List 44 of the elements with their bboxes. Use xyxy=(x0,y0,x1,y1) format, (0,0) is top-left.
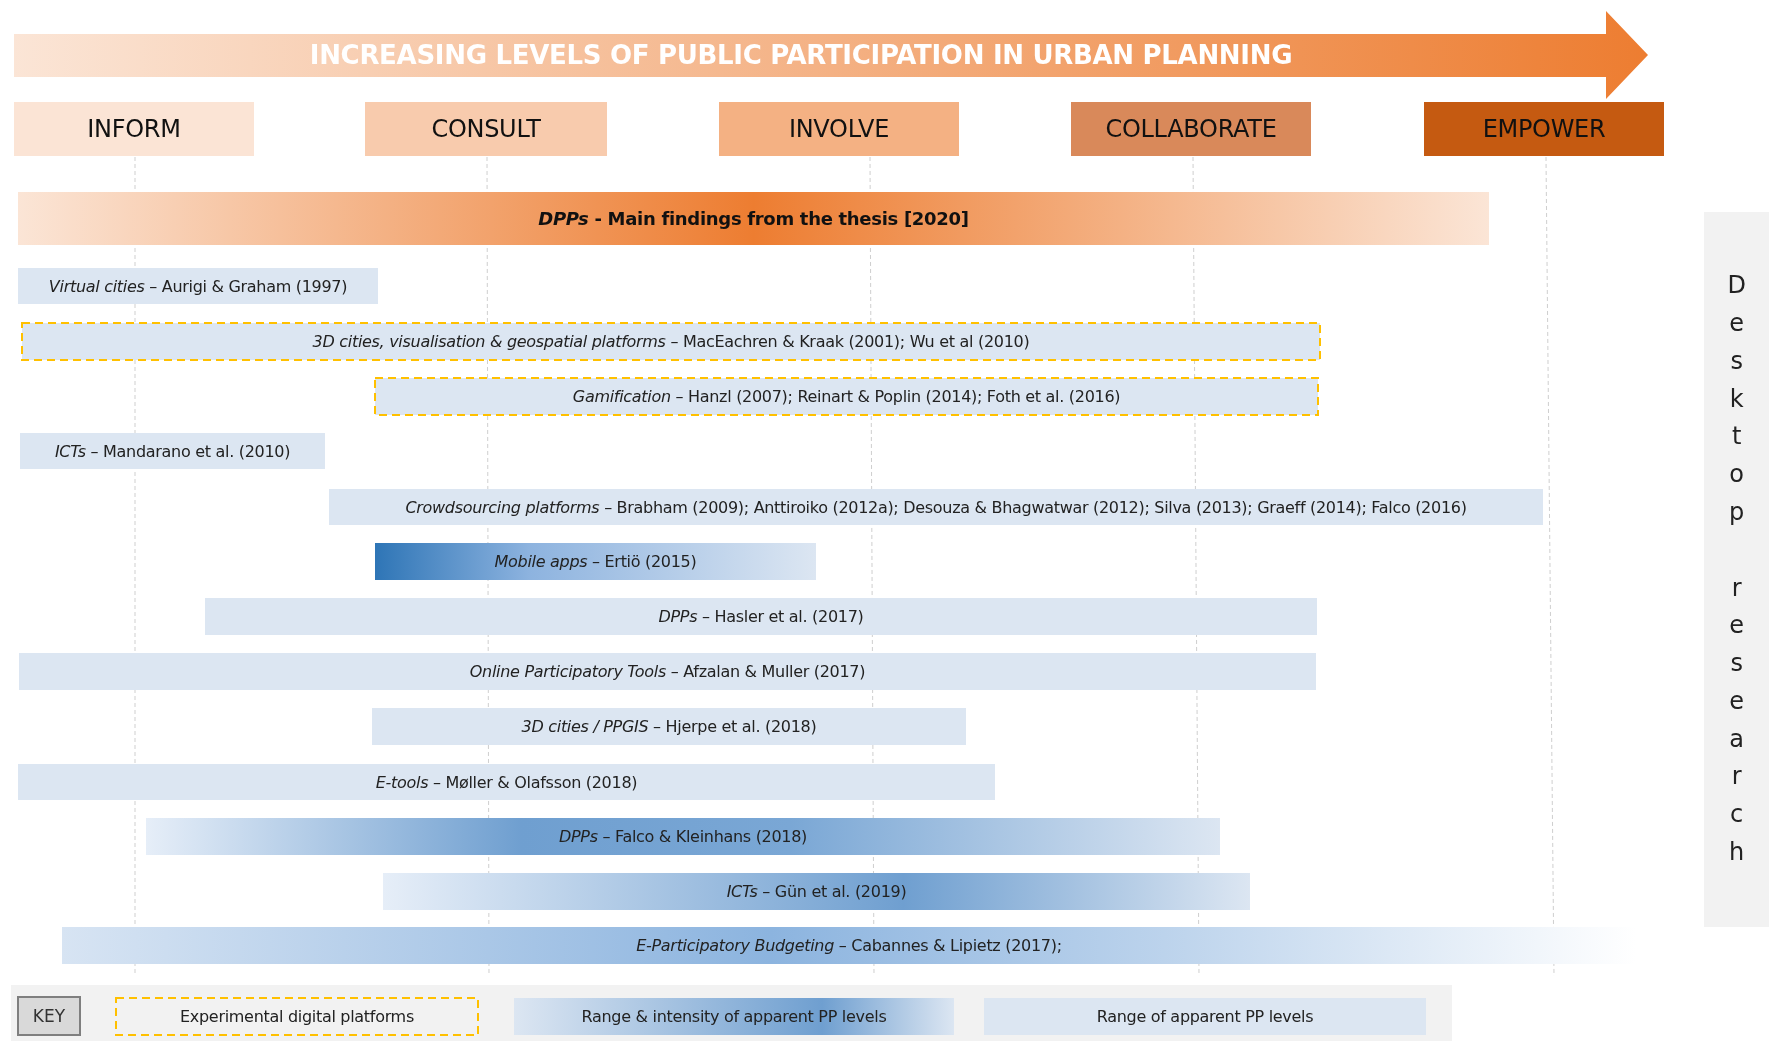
reference-text: ICTs – Gün et al. (2019) xyxy=(726,882,907,901)
reference-text: Crowdsourcing platforms – Brabham (2009); Anttiroiko (2012a); Desouza & Bhagwatwar (2012); Silva (2013); Graeff (2014); Falco (2016) xyxy=(405,497,1467,517)
side-label: Desktop research xyxy=(1726,270,1747,869)
legend-text: Experimental digital platforms xyxy=(180,1007,414,1026)
reference-text: Virtual cities – Aurigi & Graham (1997) xyxy=(48,276,348,296)
range-bar xyxy=(205,598,1317,635)
range-bar xyxy=(18,268,378,304)
banner-title: INCREASING LEVELS OF PUBLIC PARTICIPATION IN URBAN PLANNING xyxy=(309,40,1293,70)
banner-arrow xyxy=(14,11,1648,99)
reference-text: DPPs – Falco & Kleinhans (2018) xyxy=(558,827,808,846)
experimental-range-bar xyxy=(374,377,1319,416)
level-label: EMPOWER xyxy=(1482,115,1606,143)
range-bar xyxy=(329,489,1543,525)
reference-text: E-Participatory Budgeting – Cabannes & Lipietz (2017); xyxy=(636,936,1062,955)
reference-text: DPPs – Hasler et al. (2017) xyxy=(658,607,864,626)
reference-text: Gamification – Hanzl (2007); Reinart & Poplin (2014); Foth et al. (2016) xyxy=(572,387,1121,406)
level-box xyxy=(14,102,254,156)
reference-text: 3D cities, visualisation & geospatial platforms – MacEachren & Kraak (2001); Wu et al (2010) xyxy=(312,332,1030,351)
findings-bar xyxy=(18,192,1489,245)
level-label: INVOLVE xyxy=(788,115,890,143)
level-box xyxy=(1424,102,1664,156)
level-label: COLLABORATE xyxy=(1105,115,1277,143)
level-label: INFORM xyxy=(87,115,181,143)
range-bar xyxy=(19,653,1316,690)
range-bar xyxy=(20,433,325,469)
reference-text: 3D cities / PPGIS – Hjerpe et al. (2018) xyxy=(521,717,817,736)
reference-text: Online Participatory Tools – Afzalan & Muller (2017) xyxy=(469,662,866,681)
reference-text: Mobile apps – Ertiö (2015) xyxy=(494,552,697,571)
experimental-range-bar xyxy=(21,322,1321,361)
intensity-range-bar xyxy=(375,543,816,580)
findings-title: DPPs - Main findings from the thesis [2020] xyxy=(538,208,969,229)
level-box xyxy=(1071,102,1311,156)
legend-text: Range of apparent PP levels xyxy=(1096,1007,1314,1026)
level-box xyxy=(365,102,607,156)
range-bar xyxy=(18,764,995,800)
key-label: KEY xyxy=(17,996,81,1036)
range-bar xyxy=(372,708,966,745)
intensity-range-bar xyxy=(383,873,1250,910)
intensity-range-bar xyxy=(146,818,1220,855)
reference-text: ICTs – Mandarano et al. (2010) xyxy=(54,441,291,461)
level-label: CONSULT xyxy=(431,115,541,143)
legend-text: Range & intensity of apparent PP levels xyxy=(581,1007,887,1026)
level-box xyxy=(719,102,959,156)
reference-text: E-tools – Møller & Olafsson (2018) xyxy=(375,772,638,792)
